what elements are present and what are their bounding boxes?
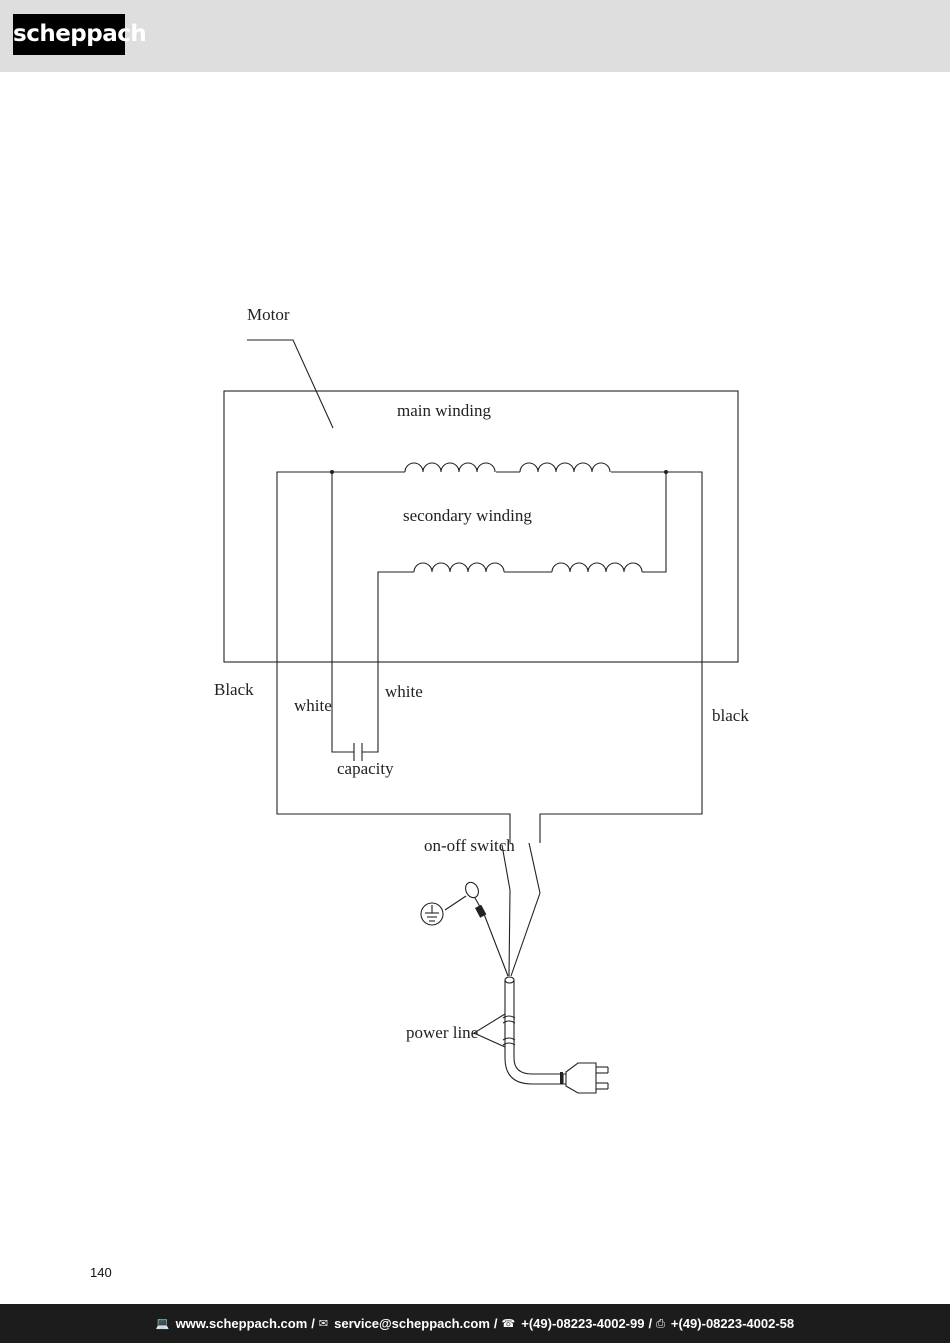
footer-separator: / xyxy=(648,1316,653,1331)
plug-marker xyxy=(560,1072,563,1084)
page-number: 140 xyxy=(90,1265,112,1280)
footer-email: service@scheppach.com xyxy=(334,1316,490,1331)
page-header: scheppach xyxy=(0,0,950,72)
label-black-left: Black xyxy=(214,680,254,699)
motor-leader-line xyxy=(247,339,334,429)
power-cable-sheath xyxy=(504,980,566,1085)
label-secondary-winding: secondary winding xyxy=(403,506,532,525)
label-power-line: power line xyxy=(406,1023,478,1042)
label-capacity: capacity xyxy=(337,759,394,778)
cable-wire-1 xyxy=(508,889,511,977)
motor-housing xyxy=(223,390,739,663)
white-wire-left xyxy=(331,472,354,753)
secondary-winding-return xyxy=(642,472,667,573)
main-winding-coil-1 xyxy=(404,462,496,473)
laptop-icon: 💻 xyxy=(155,1317,170,1330)
earth-symbol-icon xyxy=(420,902,444,926)
junction-dot-left xyxy=(330,470,334,474)
footer-phone: +(49)-08223-4002-99 xyxy=(521,1316,645,1331)
label-black-right: black xyxy=(712,706,749,725)
mains-plug xyxy=(565,1062,597,1094)
switch-contact-right xyxy=(528,842,541,894)
switch-contact-left xyxy=(501,844,511,891)
secondary-winding-coil-1 xyxy=(413,562,505,573)
cable-wire-2 xyxy=(510,892,541,977)
label-white-right: white xyxy=(385,682,423,701)
phone-icon: ☎ xyxy=(501,1317,516,1330)
footer-separator: / xyxy=(311,1316,315,1331)
brand-logo: scheppach xyxy=(13,14,147,55)
earth-lug-crimp xyxy=(475,904,487,918)
black-wire-right xyxy=(539,471,703,843)
label-motor: Motor xyxy=(247,305,290,324)
earth-ring-terminal xyxy=(465,881,479,899)
junction-dot-right xyxy=(664,470,668,474)
black-wire-left xyxy=(276,471,511,843)
mail-icon: ✉ xyxy=(318,1317,329,1330)
label-main-winding: main winding xyxy=(397,401,491,420)
secondary-winding-coil-2 xyxy=(551,562,643,573)
footer-fax: +(49)-08223-4002-58 xyxy=(670,1316,795,1331)
label-white-left: white xyxy=(294,696,332,715)
cable-break-marks xyxy=(502,1015,516,1046)
page-footer: 💻 www.scheppach.com / ✉ service@scheppac… xyxy=(0,1304,950,1343)
fax-icon: ⎙ xyxy=(656,1316,665,1330)
footer-website: www.scheppach.com xyxy=(175,1316,308,1331)
earth-lead xyxy=(444,895,467,911)
label-switch: on-off switch xyxy=(424,836,515,855)
main-winding-coil-2 xyxy=(519,462,611,473)
white-wire-right xyxy=(362,571,414,753)
footer-separator: / xyxy=(493,1316,498,1331)
power-line-pointer xyxy=(472,1013,506,1048)
earth-wire xyxy=(483,913,509,977)
